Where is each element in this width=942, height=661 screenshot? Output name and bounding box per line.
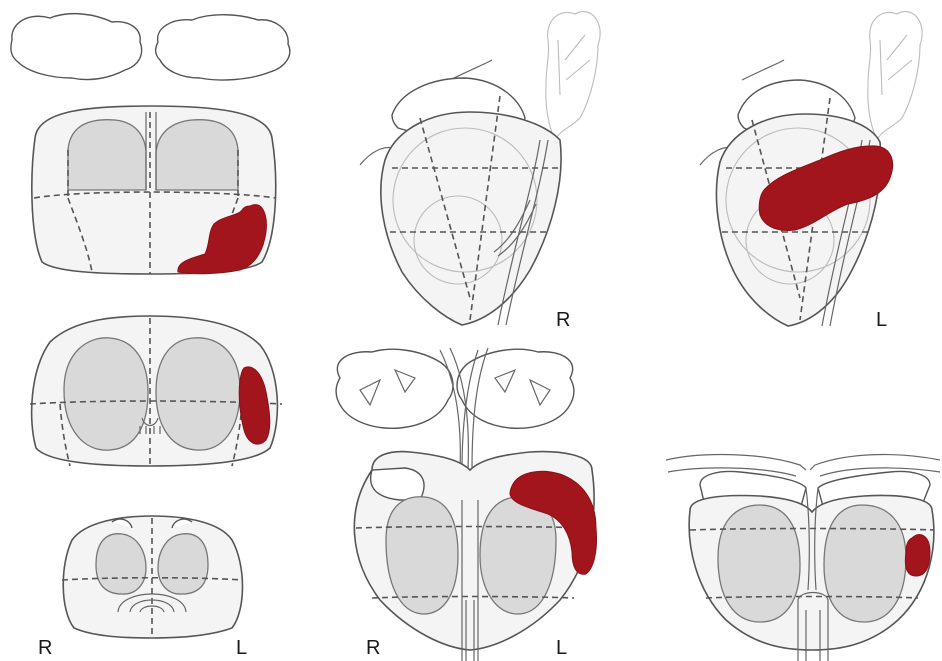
coronal-left-label: L	[556, 638, 567, 658]
axial-left-label: L	[236, 638, 247, 658]
axial-apex-section	[62, 516, 243, 638]
axial-mid-section	[30, 316, 282, 466]
sagittal-view-left	[700, 12, 922, 326]
sagittal-left-label: L	[876, 310, 887, 330]
axial-base-section	[32, 106, 276, 274]
axial-seminal-vesicles	[11, 14, 290, 80]
coronal-view-center	[336, 348, 596, 661]
sagittal-view-right	[360, 12, 600, 325]
coronal-right-label: R	[366, 638, 380, 658]
lesion-coronal-right	[905, 534, 930, 576]
axial-right-label: R	[38, 638, 52, 658]
sagittal-right-label: R	[556, 310, 570, 330]
coronal-view-right	[666, 455, 940, 661]
